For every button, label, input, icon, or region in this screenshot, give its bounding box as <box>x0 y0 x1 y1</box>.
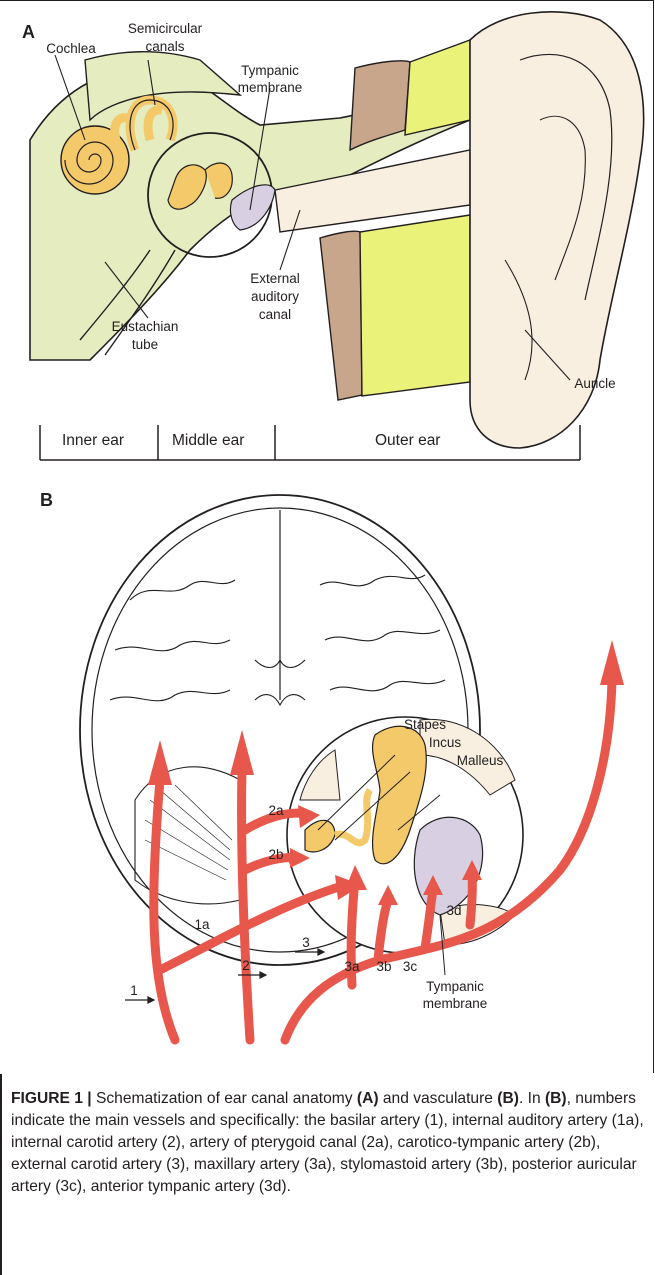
label-vessel-3d: 3d <box>442 902 466 919</box>
label-tympanic-b-2: membrane <box>410 995 500 1012</box>
figure-caption: FIGURE 1 | Schematization of ear canal a… <box>11 1088 649 1198</box>
caption-rule <box>0 1074 2 1275</box>
label-tympanic-b-1: Tympanic <box>410 978 500 995</box>
caption-text-1: Schematization of ear canal anatomy <box>92 1090 357 1107</box>
label-vessel-3a: 3a <box>340 958 364 975</box>
label-vessel-3b: 3b <box>372 958 396 975</box>
caption-text-2: and vasculature <box>379 1090 498 1107</box>
artery-3d <box>470 875 472 925</box>
caption-figure-label: FIGURE 1 | <box>11 1090 92 1107</box>
label-vessel-2: 2 <box>236 957 256 974</box>
label-vessel-2b: 2b <box>264 846 288 863</box>
label-vessel-1a: 1a <box>190 916 214 933</box>
label-vessel-1: 1 <box>124 982 144 999</box>
caption-ref-b2: (B) <box>545 1090 567 1107</box>
label-vessel-2a: 2a <box>264 802 288 819</box>
caption-ref-a: (A) <box>357 1090 379 1107</box>
label-malleus: Malleus <box>440 752 520 769</box>
label-vessel-3: 3 <box>296 934 316 951</box>
caption-ref-b: (B) <box>497 1090 519 1107</box>
label-vessel-3c: 3c <box>398 958 422 975</box>
caption-text-3: . In <box>519 1090 545 1107</box>
label-stapes: Stapes <box>385 716 465 733</box>
label-incus: Incus <box>405 734 485 751</box>
vasculature-diagram <box>0 0 655 1075</box>
